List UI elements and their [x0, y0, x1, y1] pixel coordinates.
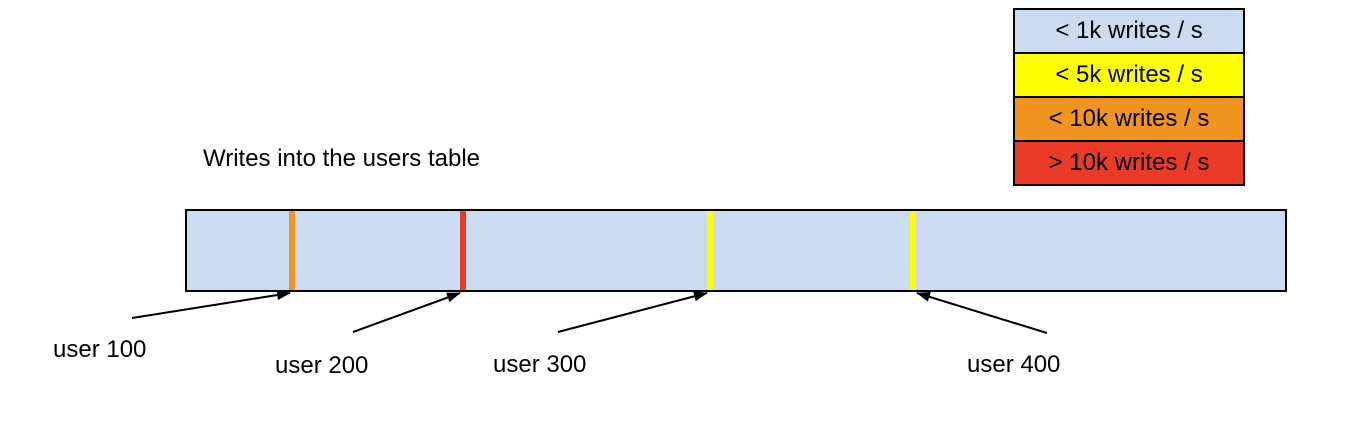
legend-item-gt-10k: > 10k writes / s [1013, 140, 1245, 186]
label-user-400: user 400 [967, 351, 1061, 378]
arrow-user-400 [916, 292, 1048, 334]
diagram-title: Writes into the users table [203, 145, 481, 172]
hotspot-tick-user-200 [460, 211, 466, 290]
users-table-keyspace-bar [185, 209, 1287, 292]
label-user-100: user 100 [53, 336, 147, 363]
legend-item-lt-1k: < 1k writes / s [1013, 8, 1245, 54]
arrow-user-100 [131, 290, 291, 319]
legend-item-lt-5k: < 5k writes / s [1013, 52, 1245, 98]
write-rate-legend: < 1k writes / s < 5k writes / s < 10k wr… [1013, 8, 1245, 186]
hotspot-tick-user-400 [910, 211, 916, 290]
arrow-user-300 [557, 291, 708, 333]
hotspot-tick-user-300 [707, 211, 713, 290]
arrow-user-200 [352, 292, 461, 333]
label-user-300: user 300 [493, 351, 587, 378]
legend-item-lt-10k: < 10k writes / s [1013, 96, 1245, 142]
hotspot-tick-user-100 [289, 211, 295, 290]
label-user-200: user 200 [275, 352, 369, 379]
